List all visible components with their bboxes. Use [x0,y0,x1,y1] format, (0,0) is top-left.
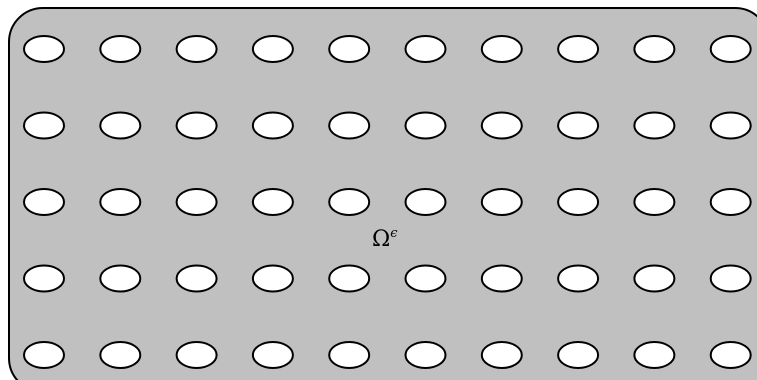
hole [23,35,65,63]
hole [99,264,142,293]
hole [709,35,752,63]
hole [557,35,600,63]
hole [557,341,600,369]
hole [480,111,523,140]
hole [328,111,371,140]
hole [404,35,447,63]
hole [709,341,752,369]
hole [328,188,371,216]
hole [404,188,447,216]
hole [99,35,142,63]
hole [480,264,523,293]
hole [633,35,676,63]
hole [23,111,65,140]
hole [633,111,676,140]
hole [175,35,218,63]
hole [480,341,523,369]
hole [99,341,142,369]
hole [23,264,65,293]
hole [633,264,676,293]
hole [709,111,752,140]
hole [251,341,294,369]
hole [251,35,294,63]
hole [557,188,600,216]
hole [328,35,371,63]
hole [404,264,447,293]
hole [709,264,752,293]
hole [480,188,523,216]
domain-symbol: Ω [372,227,390,252]
domain-label: Ωϵ [372,226,398,252]
hole [404,341,447,369]
holes-grid [23,35,752,369]
hole [251,264,294,293]
hole [175,111,218,140]
hole [175,188,218,216]
hole [251,188,294,216]
hole [480,35,523,63]
hole [633,341,676,369]
hole [557,264,600,293]
hole [23,341,65,369]
hole [175,264,218,293]
hole [328,341,371,369]
hole [175,341,218,369]
hole [633,188,676,216]
hole [251,111,294,140]
domain-superscript: ϵ [390,226,398,241]
hole [99,111,142,140]
hole [404,111,447,140]
hole [23,188,65,216]
hole [709,188,752,216]
hole [557,111,600,140]
hole [99,188,142,216]
hole [328,264,371,293]
